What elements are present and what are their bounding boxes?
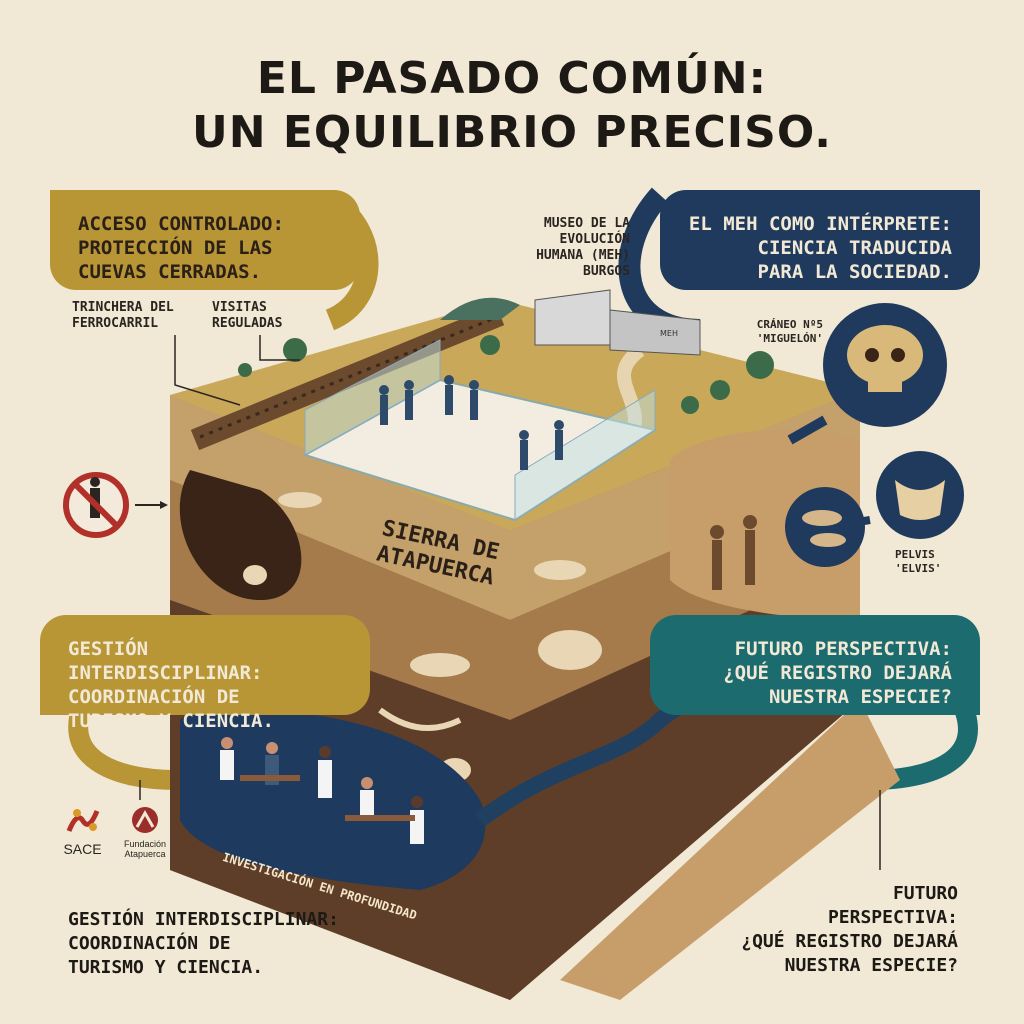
callout-gestion: GESTIÓN INTERDISCIPLINAR: COORDINACIÓN D… (40, 615, 370, 732)
trinchera-label: TRINCHERA DEL FERROCARRIL (72, 300, 174, 332)
visitas-line-2: REGULADAS (212, 316, 283, 331)
museo-line-2: EVOLUCIÓN (559, 232, 630, 247)
fundacion-line-1: Fundación (123, 839, 167, 849)
bottom-right-line-2: PERSPECTIVA: (827, 907, 958, 928)
bottom-right-line-1: FUTURO (892, 883, 958, 904)
callout-gestion-line-2: COORDINACIÓN DE (68, 686, 240, 708)
no-entry-icon (63, 472, 129, 538)
title-line-2: UN EQUILIBRIO PRECISO. (191, 107, 833, 158)
callout-acceso: ACCESO CONTROLADO: PROTECCIÓN DE LAS CUE… (50, 190, 360, 290)
museo-line-1: MUSEO DE LA (543, 216, 630, 231)
trinchera-line-1: TRINCHERA DEL (72, 300, 174, 315)
callout-meh-line-2: CIENCIA TRADUCIDA (757, 237, 952, 259)
railway-trench (190, 304, 505, 451)
bottom-right-line-4: NUESTRA ESPECIE? (784, 955, 958, 976)
bottom-left-line-1: GESTIÓN INTERDISCIPLINAR: (68, 909, 339, 930)
craneo-label: CRÁNEO Nº5 'MIGUELÓN' (748, 318, 823, 346)
sand-slope (560, 700, 900, 1000)
sace-logo-text: SACE (63, 841, 102, 857)
callout-gestion-line-1: GESTIÓN INTERDISCIPLINAR: (68, 638, 263, 684)
visitas-label: VISITAS REGULADAS (212, 300, 282, 332)
bottom-right-text: FUTURO PERSPECTIVA: ¿QUÉ REGISTRO DEJARÁ… (700, 882, 958, 978)
pelvis-label: PELVIS 'ELVIS' (895, 548, 941, 576)
hill (440, 297, 520, 320)
page-title: EL PASADO COMÚN: UN EQUILIBRIO PRECISO. (0, 52, 1024, 160)
visitors (379, 375, 564, 470)
title-line-1: EL PASADO COMÚN: (256, 53, 768, 104)
craneo-line-1: CRÁNEO Nº5 (756, 318, 823, 331)
callout-gestion-line-3: TURISMO Y CIENCIA. (68, 710, 274, 732)
callout-futuro-line-2: ¿QUÉ REGISTRO DEJARÁ (723, 662, 952, 684)
callout-acceso-line-3: CUEVAS CERRADAS. (78, 261, 262, 283)
callout-meh-line-3: PARA LA SOCIEDAD. (757, 261, 952, 283)
bottom-left-line-2: COORDINACIÓN DE (68, 933, 231, 954)
craneo-line-2: 'MIGUELÓN' (756, 332, 823, 345)
arrow-icon (135, 501, 168, 509)
sace-logo-mark (66, 809, 99, 832)
museum-wing (609, 309, 701, 356)
callout-futuro-line-3: NUESTRA ESPECIE? (768, 686, 952, 708)
stratum-left-1 (170, 395, 510, 620)
museum-sign: MEH (660, 329, 678, 338)
museo-line-3: HUMANA (MEH) (536, 248, 630, 263)
visitas-leader (259, 335, 300, 361)
callout-meh-line-1: EL MEH COMO INTÉRPRETE: (688, 213, 952, 235)
glass-wall-left (304, 339, 441, 456)
museo-label: MUSEO DE LA EVOLUCIÓN HUMANA (MEH) BURGO… (520, 216, 630, 280)
callout-acceso-line-1: ACCESO CONTROLADO: (78, 213, 284, 235)
museo-line-4: BURGOS (583, 264, 630, 279)
pelvis-line-2: 'ELVIS' (895, 562, 942, 575)
fundacion-line-2: Atapuerca (124, 849, 166, 859)
fundacion-logo: Fundación Atapuerca (115, 805, 175, 859)
glass-wall-right (514, 389, 656, 521)
bottom-right-line-3: ¿QUÉ REGISTRO DEJARÁ (741, 931, 958, 952)
trinchera-line-2: FERROCARRIL (72, 316, 159, 331)
trinchera-leader (174, 335, 241, 406)
visitas-line-1: VISITAS (212, 300, 267, 315)
callout-acceso-line-2: PROTECCIÓN DE LAS (78, 237, 273, 259)
callout-meh: EL MEH COMO INTÉRPRETE: CIENCIA TRADUCID… (660, 190, 980, 290)
skull-icon (787, 303, 947, 445)
museum-building (534, 289, 611, 346)
railway-track (199, 316, 496, 439)
pelvis-line-1: PELVIS (895, 548, 935, 561)
fundacion-logo-mark (132, 807, 158, 833)
trees (238, 335, 774, 414)
sace-logo: SACE (55, 805, 110, 857)
lab-cave (180, 709, 486, 890)
cave (179, 470, 302, 600)
early-humans (710, 515, 757, 590)
callout-futuro: FUTURO PERSPECTIVA: ¿QUÉ REGISTRO DEJARÁ… (650, 615, 980, 715)
bottom-left-line-3: TURISMO Y CIENCIA. (68, 957, 264, 978)
pelvis-icon (785, 451, 964, 567)
callout-futuro-line-1: FUTURO PERSPECTIVA: (734, 638, 952, 660)
bottom-left-text: GESTIÓN INTERDISCIPLINAR: COORDINACIÓN D… (68, 908, 339, 980)
researchers (220, 737, 424, 844)
